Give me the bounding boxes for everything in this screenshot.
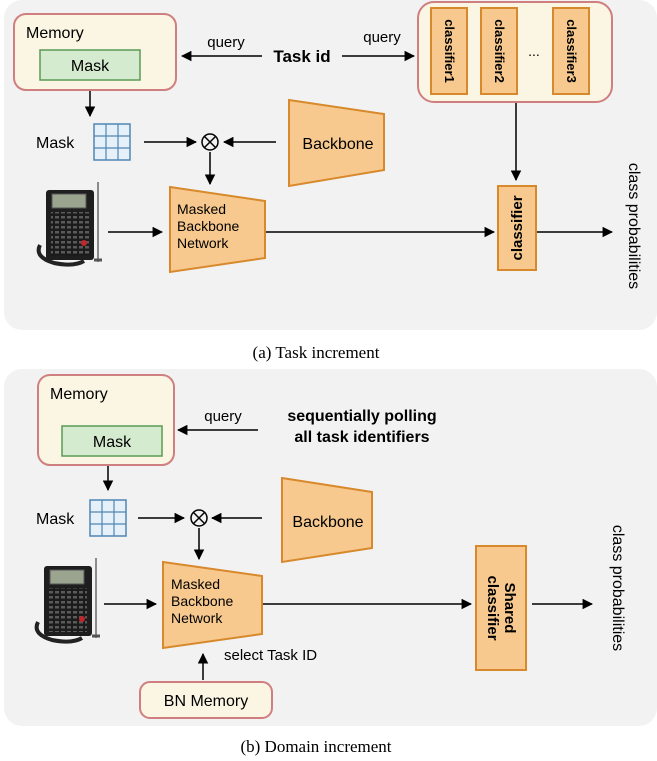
class-probabilities-label: class probabilities [609, 525, 626, 651]
bn-memory-box [139, 681, 273, 719]
mask-side-label: Mask [36, 135, 75, 152]
masked-label-line1: Masked [177, 201, 226, 217]
multiply-icon [190, 509, 208, 527]
backbone-label: Backbone [302, 136, 373, 153]
caption-domain: (b) Domain increment [240, 737, 391, 756]
panel-domain-increment: Memory Mask query sequentially polling a… [4, 369, 657, 756]
mask-label: Mask [71, 58, 110, 75]
masked-backbone-shape [169, 185, 266, 274]
classifier-box [497, 185, 537, 271]
bn-memory-label: BN Memory [164, 693, 248, 710]
masked-backbone-shape [162, 560, 263, 650]
backbone-shape [288, 98, 385, 188]
classifier3-box [552, 7, 590, 95]
polling-line2: all task identifiers [294, 429, 429, 446]
classifier-label: classifier [509, 195, 526, 260]
mask-box [39, 49, 141, 81]
shared-classifier-box [475, 545, 527, 671]
shared-label-line1: Shared [501, 583, 518, 634]
masked-label-line1: Masked [171, 576, 220, 592]
classifier1-box [430, 7, 468, 95]
classifier3-label: classifier3 [564, 19, 579, 83]
classifier-ellipsis: ... [528, 43, 540, 59]
mask-label: Mask [93, 434, 132, 451]
task-id-label: Task id [273, 47, 330, 66]
masked-label-line2: Backbone [171, 593, 233, 609]
shared-label-line2: classifier [484, 575, 501, 640]
caption-task: (a) Task increment [253, 343, 380, 362]
memory-title: Memory [26, 25, 84, 42]
multiply-icon [201, 133, 219, 151]
classifier2-label: classifier2 [492, 19, 507, 83]
polling-line1: sequentially polling [287, 408, 436, 425]
masked-label-line3: Network [177, 235, 229, 251]
mask-side-label: Mask [36, 511, 75, 528]
mask-grid-icon [89, 499, 127, 537]
classifier1-label: classifier1 [442, 19, 457, 83]
query-left-label: query [207, 34, 245, 51]
classifier2-box [480, 7, 518, 95]
panel-task-increment: Memory Mask query Task id query classifi… [4, 0, 657, 362]
mask-grid-icon [93, 123, 131, 161]
query-label: query [204, 408, 242, 425]
masked-label-line2: Backbone [177, 218, 239, 234]
input-device-image [34, 558, 100, 644]
class-probabilities-label: class probabilities [625, 163, 642, 289]
input-device-image [36, 182, 102, 267]
mask-box [61, 425, 163, 457]
select-task-label: select Task ID [224, 647, 317, 664]
query-right-label: query [363, 29, 401, 46]
memory-title: Memory [50, 386, 108, 403]
backbone-label: Backbone [292, 514, 363, 531]
masked-label-line3: Network [171, 610, 223, 626]
backbone-shape [281, 476, 373, 564]
